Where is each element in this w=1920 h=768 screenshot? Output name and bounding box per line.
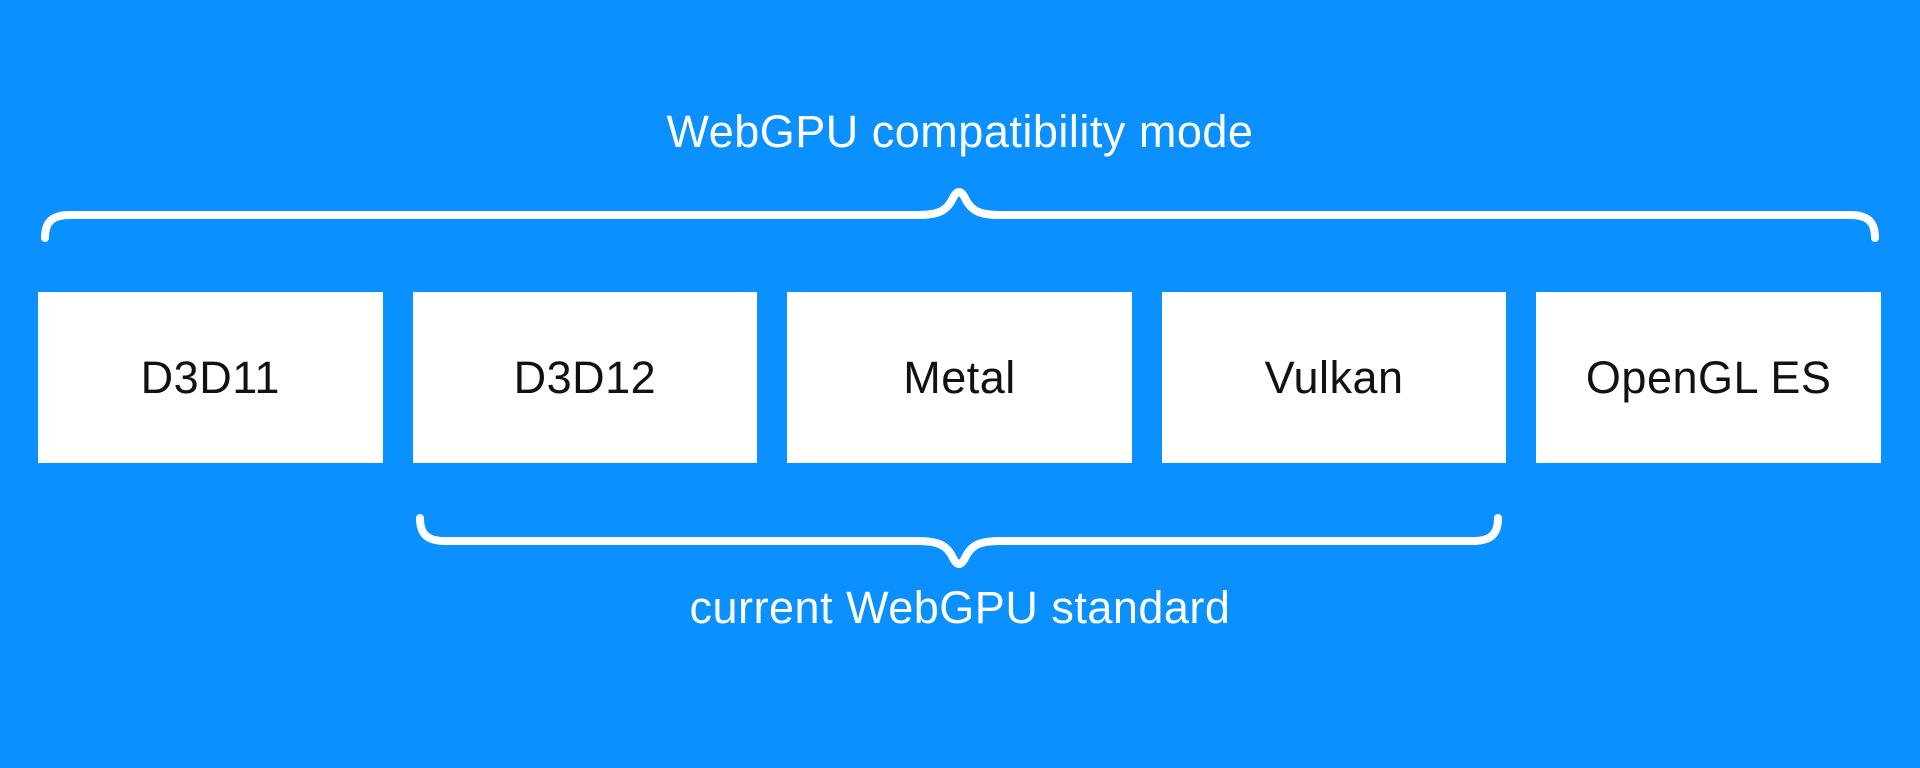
api-box-label: D3D12 bbox=[513, 351, 657, 403]
api-box-label: Metal bbox=[903, 351, 1016, 403]
bottom-group-label: current WebGPU standard bbox=[689, 582, 1231, 633]
api-box: D3D12 bbox=[412, 292, 758, 463]
api-box: OpenGL ES bbox=[1536, 292, 1881, 463]
top-brace-icon bbox=[41, 188, 1879, 242]
api-box-label: Vulkan bbox=[1264, 351, 1404, 403]
api-box-label: OpenGL ES bbox=[1585, 351, 1832, 403]
api-box: D3D11 bbox=[38, 292, 383, 463]
api-box: Metal bbox=[787, 292, 1132, 463]
bottom-brace-icon bbox=[416, 514, 1502, 568]
top-group-label: WebGPU compatibility mode bbox=[666, 106, 1254, 157]
api-box-row: D3D11 D3D12 Metal Vulkan OpenGL ES bbox=[38, 292, 1881, 463]
api-box: Vulkan bbox=[1161, 292, 1507, 463]
api-box-label: D3D11 bbox=[140, 351, 280, 403]
